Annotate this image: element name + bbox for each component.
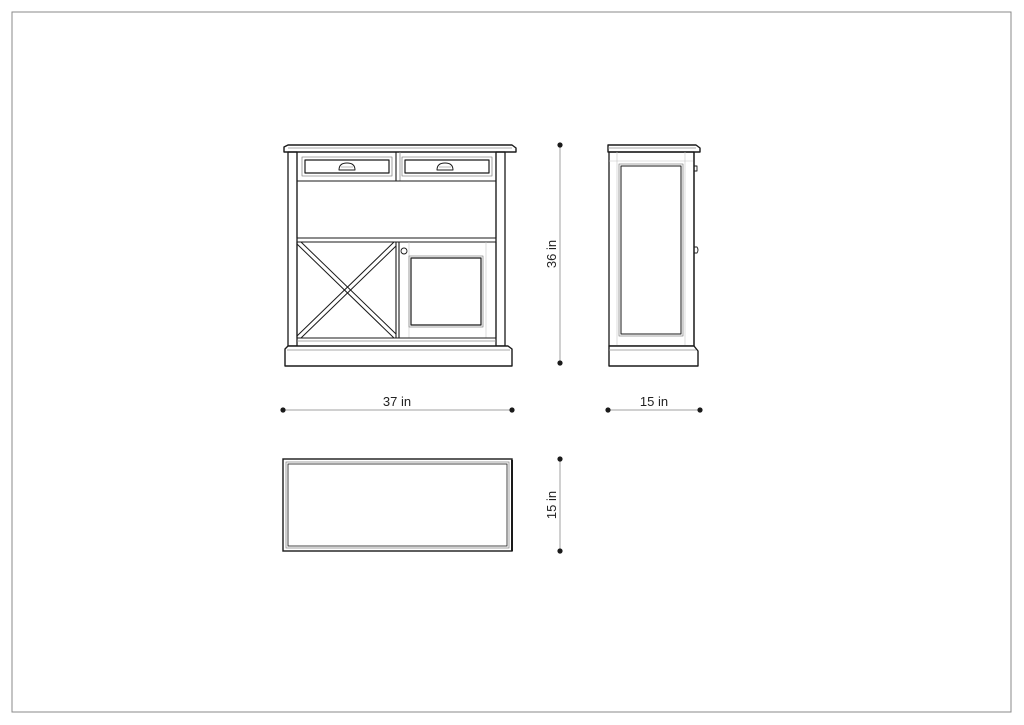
- width-label: 37 in: [383, 394, 411, 409]
- wine-rack: [296, 241, 400, 339]
- cup-handle-icon: [338, 162, 356, 171]
- front-plinth: [284, 345, 513, 367]
- cup-handle-icon: [436, 162, 454, 171]
- front-right-post: [495, 151, 506, 347]
- side-door-knob-icon: [694, 246, 699, 254]
- dimension-height: 36 in: [544, 142, 563, 366]
- front-view: [283, 144, 517, 367]
- sheet-border: [11, 11, 1012, 713]
- front-top-molding: [283, 144, 517, 153]
- top-outline: [282, 458, 513, 552]
- side-view: [607, 144, 701, 367]
- side-plinth: [608, 345, 699, 367]
- left-drawer: [301, 156, 393, 177]
- cabinet-door: [398, 241, 497, 339]
- front-left-post: [287, 151, 298, 347]
- dimension-top-depth: 15 in: [544, 456, 563, 554]
- dimension-side-depth: 15 in: [605, 394, 703, 413]
- height-label: 36 in: [544, 240, 559, 268]
- open-shelf: [296, 180, 497, 239]
- side-depth-label: 15 in: [640, 394, 668, 409]
- top-depth-label: 15 in: [544, 491, 559, 519]
- shelf-rail: [296, 237, 497, 243]
- side-top-molding: [607, 144, 701, 153]
- side-panel: [618, 163, 684, 337]
- door-knob-icon: [400, 247, 408, 255]
- top-view: [282, 458, 513, 552]
- dimension-width: 37 in: [280, 394, 515, 413]
- right-drawer: [401, 156, 493, 177]
